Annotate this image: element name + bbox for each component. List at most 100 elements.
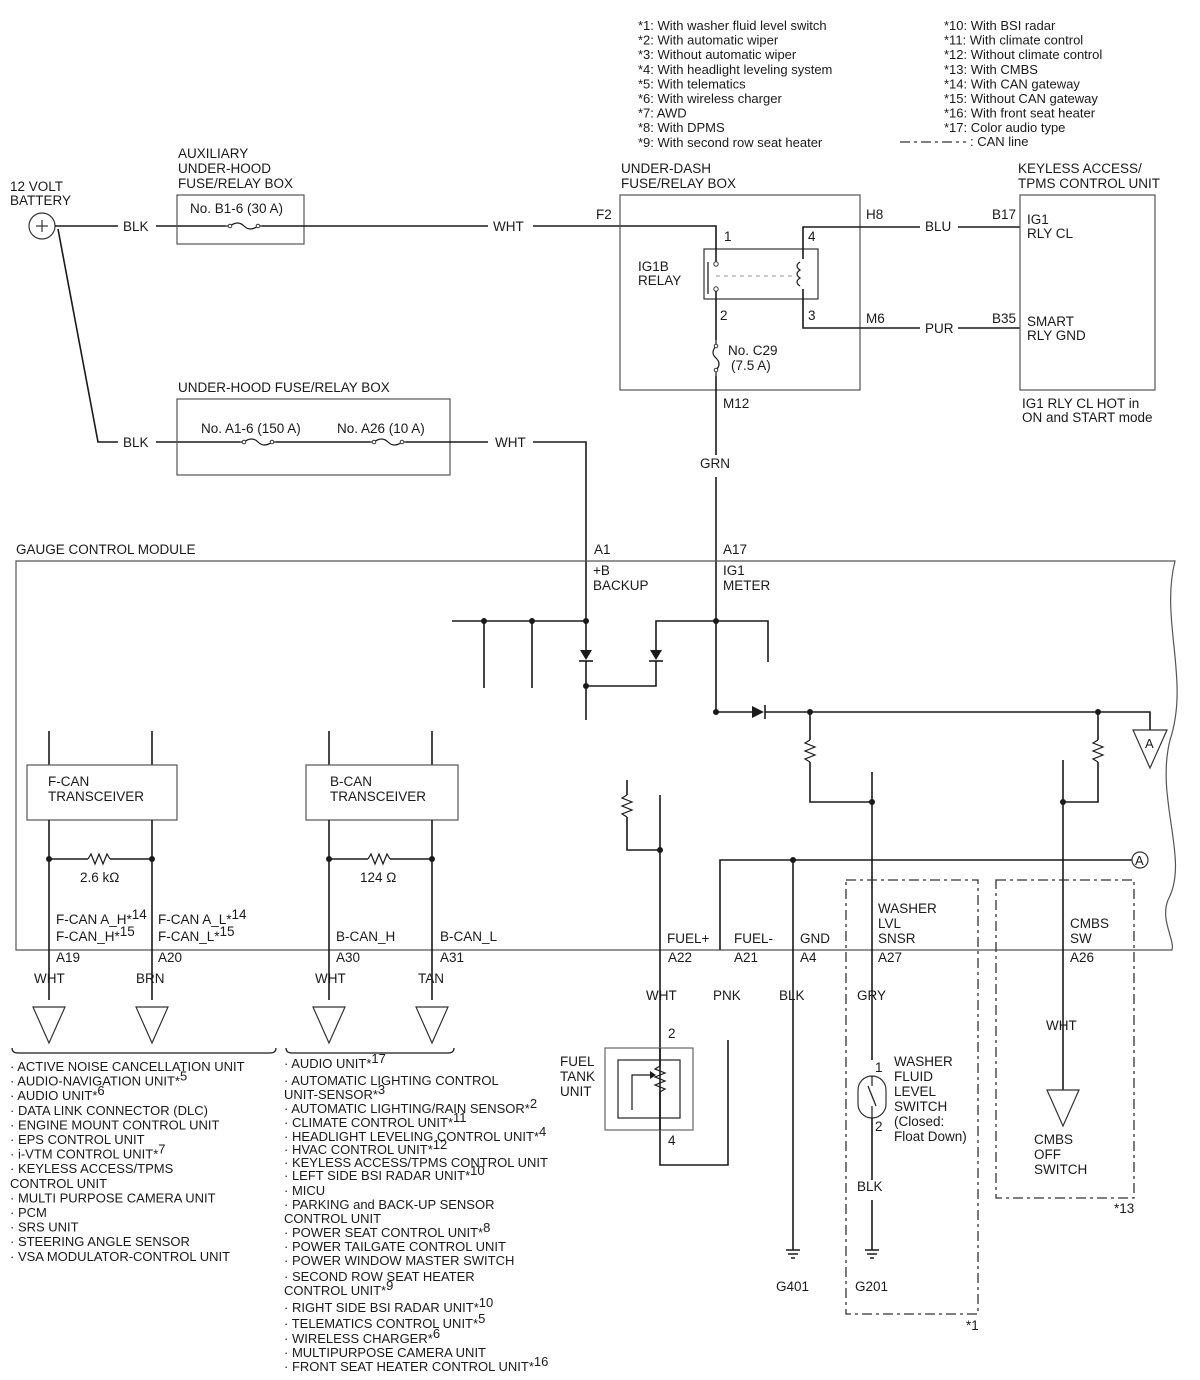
footnote-item: *6: With wireless charger (638, 91, 782, 106)
term-fuel-minus: FUEL- (734, 931, 773, 946)
fuel-resistor (620, 780, 660, 851)
fcan-l-arrow (135, 1006, 169, 1045)
aux-box-title: AUXILIARY (178, 146, 248, 161)
fuse-icon (225, 222, 262, 230)
keyless-note-2: ON and START mode (1022, 410, 1153, 425)
keyless-control-unit (1019, 194, 1156, 391)
fcan-module-item: · AUDIO-NAVIGATION UNIT*5 (10, 1069, 187, 1089)
cmbs-switch-label-3: SWITCH (1034, 1162, 1087, 1177)
term-cmbs: CMBS (1070, 916, 1109, 931)
fcan-module-item: · DATA LINK CONNECTOR (DLC) (10, 1103, 208, 1118)
relay-pin-3: 3 (808, 308, 816, 323)
a17-meter: METER (723, 578, 771, 593)
fcan-module-item: · KEYLESS ACCESS/TPMS (10, 1161, 174, 1176)
pin-a4: A4 (800, 950, 817, 965)
fcan-module-item: · i-VTM CONTROL UNIT*7 (10, 1142, 166, 1162)
pin-a21: A21 (734, 950, 758, 965)
bcan-module-item: · SECOND ROW SEAT HEATER (284, 1269, 475, 1284)
pin-a1: A1 (594, 542, 611, 557)
aux-box-title-2: UNDER-HOOD (178, 161, 271, 176)
fcan-transceiver (26, 764, 178, 821)
bcan-module-item: · POWER WINDOW MASTER SWITCH (284, 1253, 514, 1268)
fuel-pin-4: 4 (668, 1133, 676, 1148)
fuse-c29-rating: (7.5 A) (731, 358, 771, 373)
resistor-124 (367, 852, 391, 866)
fcan-module-item: · ACTIVE NOISE CANCELLATION UNIT (10, 1059, 245, 1074)
term-gnd: GND (800, 931, 830, 946)
relay-label: IG1B (638, 259, 669, 274)
fuel-pin-2: 2 (668, 1026, 676, 1041)
wire-a26-wht: WHT (1046, 1018, 1077, 1033)
bcan-module-item: · KEYLESS ACCESS/TPMS CONTROL UNIT (284, 1155, 548, 1170)
wire-a31-tan: TAN (418, 971, 444, 986)
pin-a26: A26 (1070, 950, 1094, 965)
a1-backup: BACKUP (593, 578, 649, 593)
connector-a-arrow: A (1132, 729, 1168, 770)
pin-a22: A22 (668, 950, 692, 965)
bcan-module-item: · AUDIO UNIT*17 (284, 1051, 386, 1071)
keyless-title: KEYLESS ACCESS/ (1018, 161, 1142, 176)
bcan-module-item: · FRONT SEAT HEATER CONTROL UNIT*16 (284, 1354, 548, 1374)
ground-g201: G201 (855, 1279, 888, 1294)
relay-pin-1: 1 (724, 229, 732, 244)
footnote-legend-col2: *10: With BSI radar*11: With climate con… (944, 18, 1102, 149)
bcan-module-item: CONTROL UNIT*9 (284, 1278, 393, 1298)
battery-label: 12 VOLT (10, 179, 63, 194)
pin-b17: B17 (992, 207, 1016, 222)
washer-label-2: FLUID (894, 1069, 933, 1084)
fuel-tank-label-2: TANK (560, 1069, 595, 1084)
pin-a31: A31 (440, 950, 464, 965)
bcan-module-item: · POWER SEAT CONTROL UNIT*8 (284, 1220, 490, 1240)
ud-fuse-box (619, 194, 861, 391)
fcan-module-item: · AUDIO UNIT*6 (10, 1083, 105, 1103)
relay-pin-2: 2 (720, 308, 728, 323)
pin-a20: A20 (158, 950, 182, 965)
bcan-module-item: · WIRELESS CHARGER*6 (284, 1326, 440, 1346)
internal-power-circuit (452, 610, 1151, 740)
washer-label-4: SWITCH (894, 1099, 947, 1114)
footnote-item: *7: AWD (638, 106, 687, 121)
bcan-module-item: · POWER TAILGATE CONTROL UNIT (284, 1239, 506, 1254)
keyless-smart: SMART (1027, 314, 1074, 329)
fcan-module-item: · STEERING ANGLE SENSOR (10, 1234, 190, 1249)
fcan-module-item: CONTROL UNIT (10, 1176, 107, 1191)
wire-color-blk: BLK (123, 219, 149, 234)
footnote-legend: *1: With washer fluid level switch*2: Wi… (638, 18, 832, 150)
pin-f2: F2 (596, 207, 612, 222)
fuel-tank-label: FUEL (560, 1054, 595, 1069)
pin-m12: M12 (723, 396, 749, 411)
fcan-label-2: TRANSCEIVER (48, 789, 144, 804)
fcan-module-item: · MULTI PURPOSE CAMERA UNIT (10, 1190, 216, 1205)
uh-fuse-box (176, 398, 451, 476)
ig1b-relay-icon (703, 242, 819, 310)
term-washer-2: LVL (878, 916, 902, 931)
bcan-module-item: · AUTOMATIC LIGHTING CONTROL (284, 1073, 499, 1088)
cmbs-switch-label-2: OFF (1034, 1147, 1061, 1162)
resistor-2-6k (87, 852, 111, 866)
footnote-item: *2: With automatic wiper (638, 33, 779, 48)
aux-fuse-box (176, 194, 305, 245)
fcan-module-item: · ENGINE MOUNT CONTROL UNIT (10, 1117, 220, 1132)
svg-text:A: A (1145, 736, 1154, 751)
footnote-item: *8: With DPMS (638, 120, 725, 135)
fcan-module-item: · SRS UNIT (10, 1220, 79, 1235)
washer-label-3: LEVEL (894, 1084, 937, 1099)
washer-pin-2: 2 (875, 1119, 883, 1134)
wire-color-grn: GRN (700, 456, 730, 471)
footnote-item: *3: Without automatic wiper (638, 47, 797, 62)
pin-a19: A19 (56, 950, 80, 965)
footnote-item: *1: With washer fluid level switch (638, 18, 827, 33)
keyless-title-2: TPMS CONTROL UNIT (1018, 176, 1160, 191)
pullup-resistor-cmbs (1063, 739, 1105, 803)
term-fuel-plus: FUEL+ (667, 931, 710, 946)
pin-b35: B35 (992, 311, 1016, 326)
bcan-label: B-CAN (330, 774, 372, 789)
fcan-module-item: · VSA MODULATOR-CONTROL UNIT (10, 1249, 230, 1264)
wire-washer-blk: BLK (857, 1179, 883, 1194)
bcan-module-item: · MULTIPURPOSE CAMERA UNIT (284, 1345, 486, 1360)
wire-a4-blk: BLK (779, 988, 805, 1003)
footnote-item: *14: With CAN gateway (944, 76, 1080, 91)
bcan-h-arrow (312, 1006, 346, 1045)
wire-a27-gry: GRY (857, 988, 886, 1003)
term-fcan-h-2: F-CAN_H*15 (56, 924, 135, 944)
